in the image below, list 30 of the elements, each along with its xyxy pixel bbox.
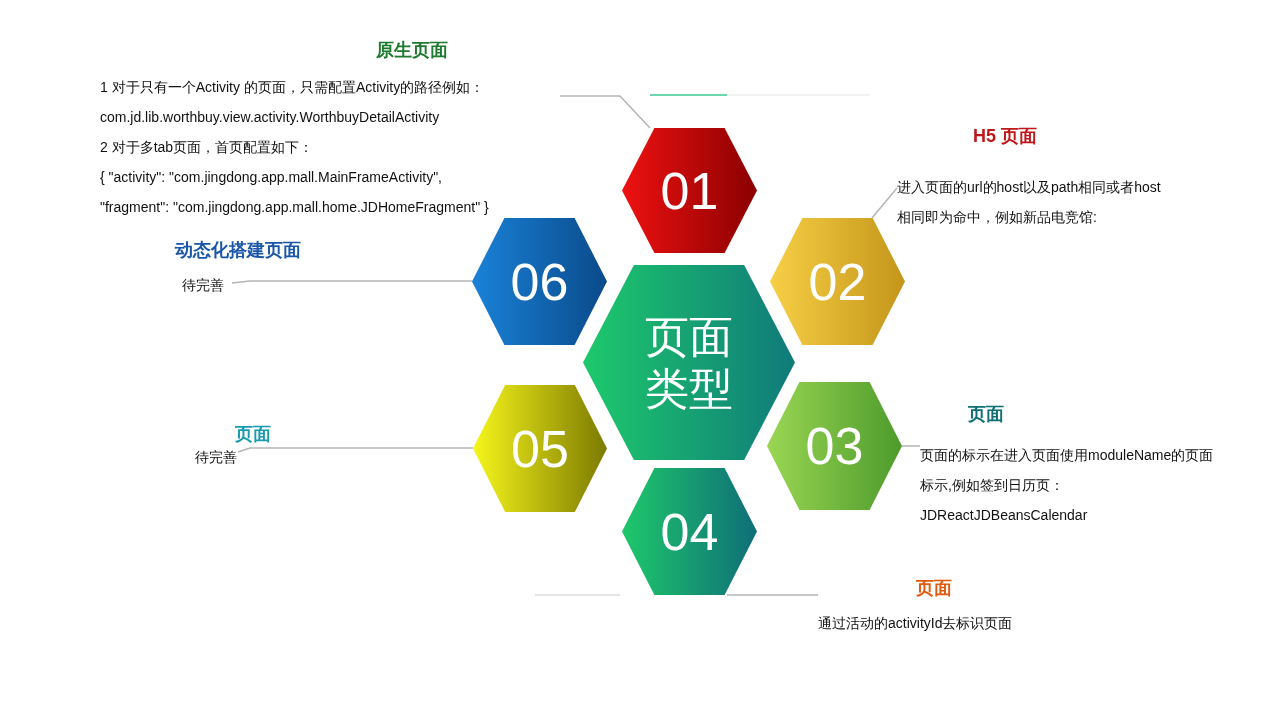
section-heading: 动态化搭建页面	[175, 240, 301, 260]
section-heading: H5 页面	[973, 126, 1037, 146]
section-heading: 页面	[916, 578, 952, 598]
section-heading: 原生页面	[376, 40, 448, 60]
description-text: 待完善	[182, 277, 224, 293]
hexagon-label: 02	[808, 251, 867, 313]
leader-line	[871, 187, 898, 219]
description-text: 页面的标示在进入页面使用moduleName的页面标示,例如签到日历页：	[920, 447, 1214, 493]
description-text: 待完善	[195, 449, 237, 465]
section-heading: 页面	[968, 404, 1004, 424]
description-text: "fragment": "com.jingdong.app.mall.home.JDHomeFragment" }	[100, 199, 489, 215]
leader-line	[901, 445, 921, 447]
leader-line	[231, 280, 473, 284]
leader-line	[559, 95, 651, 129]
leader-line	[237, 447, 474, 453]
description-text: 通过活动的activityId去标识页面	[818, 615, 1013, 631]
description-text: com.jd.lib.worthbuy.view.activity.WorthbuyDetailActivity	[100, 109, 440, 125]
hexagon-label: 04	[660, 501, 719, 563]
description-text: { "activity": "com.jingdong.app.mall.MainFrameActivity",	[100, 169, 442, 185]
hexagon-label: 06	[510, 251, 569, 313]
hexagon-label: 05	[511, 418, 569, 480]
description-text: JDReactJDBeansCalendar	[920, 507, 1088, 523]
description-text: 1 对于只有一个Activity 的页面，只需配置Activity的路径例如：	[100, 79, 485, 95]
description-text: 2 对于多tab页面，首页配置如下：	[100, 139, 314, 155]
hexagon-label: 页面类型	[644, 310, 734, 415]
hexagon-label: 03	[805, 416, 864, 477]
leader-line	[726, 594, 819, 596]
hexagon-label: 01	[660, 160, 719, 222]
description-text: 进入页面的url的host以及path相同或者host 相同即为命中，例如新品电竞馆:	[897, 179, 1161, 225]
section-heading: 页面	[235, 424, 271, 444]
